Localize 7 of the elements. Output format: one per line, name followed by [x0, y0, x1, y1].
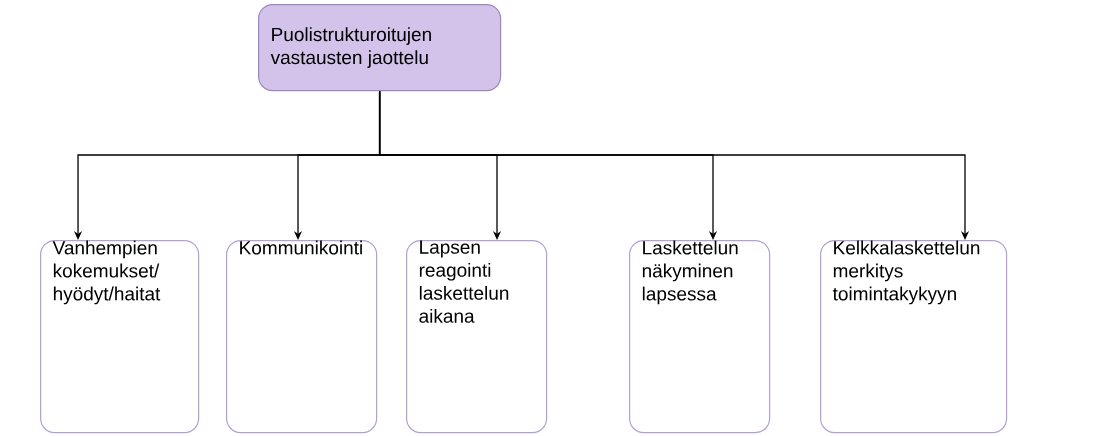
title-box: Puolistrukturoitujen vastausten jaottelu	[258, 4, 502, 92]
category-box: Laskettelun näkyminen lapsessa	[629, 240, 771, 434]
category-box: Kelkkalaskettelun merkitys toimintakykyyn	[820, 240, 1008, 434]
category-box: Kommunikointi	[226, 240, 378, 434]
arrow	[378, 90, 970, 240]
category-box: Lapsen reagointi laskettelun aikana	[406, 240, 548, 434]
category-box: Vanhempien kokemukset/hyödyt/haitat	[40, 240, 200, 434]
